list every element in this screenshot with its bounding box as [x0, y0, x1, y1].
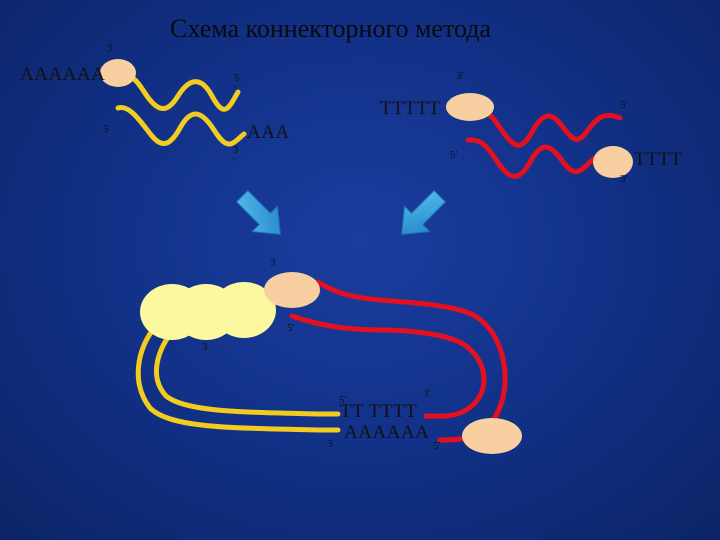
- end-label: 5': [450, 149, 458, 161]
- end-tick: ': [234, 84, 236, 96]
- sequence-label: TTTT: [634, 149, 683, 170]
- end-label: 3: [107, 42, 113, 54]
- end-label: 3: [327, 438, 333, 450]
- end-label: 5': [433, 440, 441, 452]
- yellow-strand-bottom: [115, 105, 247, 147]
- connector-blob: [264, 272, 320, 308]
- red-fragment: [446, 93, 633, 179]
- arrow-down-right: [235, 189, 281, 235]
- end-tick: ': [103, 135, 105, 147]
- sequence-label: TT TTTT: [340, 401, 418, 422]
- end-label: 5': [620, 99, 628, 111]
- joined-molecule: [135, 272, 522, 454]
- end-label: 3: [202, 341, 208, 353]
- yellow-strand-top: [115, 73, 241, 112]
- connector-blob: [100, 59, 136, 87]
- end-label: 5': [339, 394, 347, 406]
- end-label: 5': [287, 322, 295, 334]
- arrow-down-left: [401, 189, 447, 235]
- connector-blob: [462, 418, 522, 454]
- red-strand-bottom: [465, 137, 615, 179]
- slide-title: Схема коннекторного метода: [170, 14, 492, 43]
- red-strand-inner: [289, 313, 487, 419]
- end-label: 3': [423, 388, 431, 400]
- end-label: 3': [456, 70, 464, 82]
- sequence-label: AAAAAA: [344, 422, 430, 443]
- end-label: 5: [234, 72, 240, 84]
- end-label: 3: [233, 144, 239, 156]
- yellow-strand-inner: [153, 325, 341, 417]
- end-label: 5: [103, 123, 109, 135]
- connector-blob: [446, 93, 494, 121]
- yellow-strand-outer: [135, 319, 341, 433]
- sequence-label: AAA: [247, 122, 290, 143]
- sequence-label: AAAAAA: [20, 64, 106, 85]
- connector-blob: [593, 146, 633, 178]
- red-strand-top: [469, 106, 623, 148]
- end-tick: ': [233, 156, 235, 168]
- connector-blob: [212, 282, 276, 338]
- yellow-fragment: [100, 59, 247, 147]
- end-label: 3: [270, 257, 276, 269]
- end-label: 3': [620, 173, 628, 185]
- sequence-label: TTTTT: [380, 98, 441, 119]
